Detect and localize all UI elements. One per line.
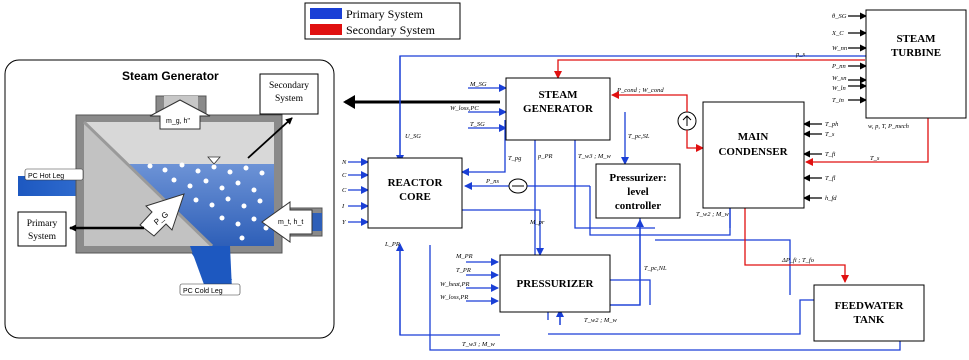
sig-dp: ΔP_fi ; T_fo [781, 257, 815, 264]
sg-inset: Steam Generator [4, 59, 335, 339]
sig-tw2-mw: T_w2 ; M_w [584, 317, 618, 324]
sig-tpc-sl: T_pc,SL [628, 133, 650, 140]
cond-in-0: T_ph [825, 121, 838, 128]
sig-tpc-nl: T_pc,NL [644, 265, 667, 272]
to-secondary-arrow [247, 117, 293, 159]
turbine-inputs: θ_SG X_C W_nn P_nn W_sn W_ln T_in [831, 13, 847, 104]
hot-leg-label: PC Hot Leg [28, 173, 64, 180]
turb-in-0: θ_SG [832, 13, 847, 20]
steam-turbine-line2: TURBINE [891, 47, 941, 59]
turb-in-3: P_nn [831, 63, 846, 70]
feed-in-label: m_t, h_t [278, 219, 303, 226]
turb-in-4: W_sn [832, 75, 846, 82]
pressurizer-controller-line3: controller [615, 200, 661, 212]
sig-sg-in-1: M_SG [469, 81, 487, 88]
bubbles [147, 162, 269, 241]
heat-arrow [139, 193, 185, 237]
steam-out-arrow [149, 99, 211, 130]
cond-in-3: T_fl [825, 175, 836, 182]
rc-in-1: C [342, 172, 347, 179]
turb-in-6: T_in [832, 97, 844, 104]
sig-sg-in-3: T_SG [470, 121, 485, 128]
condenser-inputs: T_ph T_s T_fi T_fl h_fd [825, 121, 838, 202]
legend-primary-swatch [310, 8, 342, 19]
sig-mpr: M_pr [529, 219, 545, 226]
cond-in-4: h_fd [825, 195, 837, 202]
reactor-core-line1: REACTOR [388, 177, 444, 189]
turb-in-2: W_nn [832, 45, 847, 52]
legend-secondary-swatch [310, 24, 342, 35]
sig-sg-in-2: W_loss,PC [450, 105, 479, 112]
cond-in-1: T_s [825, 131, 835, 138]
cold-leg-label: PC Cold Leg [183, 288, 223, 295]
steam-generator-line1: STEAM [538, 89, 578, 101]
pressurizer-controller-line2: level [627, 186, 648, 198]
block-pressurizer-controller: Pressurizer: level controller [595, 163, 681, 219]
feedwater-tank-line1: FEEDWATER [835, 300, 905, 312]
sig-pns: P_ns [485, 178, 499, 185]
sig-usg: U_SG [405, 133, 421, 140]
block-main-condenser: MAIN CONDENSER [702, 101, 805, 209]
turb-in-5: W_ln [832, 85, 846, 92]
sig-ppr: p_PR [537, 153, 552, 160]
primary-system-box [17, 211, 67, 247]
pump-core [508, 178, 528, 194]
block-reactor-core: REACTOR CORE [367, 157, 463, 229]
sig-tw3-mw-bottom: T_w3 ; M_w [462, 341, 496, 348]
rc-in-3: I [341, 203, 345, 210]
rc-in-2: C [342, 187, 347, 194]
steam-generator-line2: GENERATOR [523, 103, 594, 115]
main-condenser-line1: MAIN [738, 131, 769, 143]
sig-tw3-mw: T_w3 ; M_w [578, 153, 612, 160]
block-feedwater-tank: FEEDWATER TANK [813, 284, 925, 342]
feedwater-tank-line2: TANK [854, 314, 885, 326]
sig-pr-in-4: W_loss,PR [440, 294, 468, 301]
sig-pr-in-3: W_heat,PR [440, 281, 469, 288]
pump-condensate [677, 111, 697, 131]
rc-in-4: Y [342, 219, 347, 226]
turb-in-1: X_C [831, 30, 844, 37]
pressurizer-controller-line1: Pressurizer: [609, 172, 666, 184]
reactor-core-line2: CORE [399, 191, 431, 203]
block-steam-turbine: STEAM TURBINE [865, 9, 967, 119]
cond-in-2: T_fi [825, 151, 836, 158]
sig-ts: T_s [870, 155, 880, 162]
feed-in-arrow [261, 201, 313, 243]
signal-labels: M_SG W_loss,PC T_SG U_SG T_pg p_PR T_w3 … [384, 51, 909, 348]
sig-tpg: T_pg [508, 155, 522, 162]
rc-in-0: N [341, 159, 347, 166]
sig-pr-in-2: T_PR [456, 267, 471, 274]
sig-ps: p_s [795, 51, 806, 58]
sig-lpr: L_PR [384, 241, 400, 248]
block-steam-generator: STEAM GENERATOR [505, 77, 611, 141]
sig-tw2-mw-b: T_w2 ; M_w [696, 211, 730, 218]
legend-secondary-label: Secondary System [346, 23, 436, 37]
sig-turb-out: w, p, T, P_mech [868, 123, 909, 130]
legend: Primary System Secondary System [304, 2, 461, 40]
secondary-wiring [554, 59, 929, 283]
legend-primary-label: Primary System [346, 7, 424, 21]
pressurizer-text: PRESSURIZER [516, 278, 594, 290]
block-pressurizer: PRESSURIZER [499, 254, 611, 313]
steam-out-label: m_g, h'' [166, 118, 190, 125]
reactor-inputs: N C C I Y [341, 159, 347, 226]
turbine-input-lines [803, 12, 867, 202]
sg-inset-title: Steam Generator [122, 69, 219, 83]
main-condenser-line2: CONDENSER [718, 146, 788, 158]
steam-turbine-line1: STEAM [896, 33, 936, 45]
sig-cond-sg: P_cond ; W_cond [616, 87, 664, 94]
secondary-system-box [259, 73, 319, 115]
sig-pr-in-1: M_PR [455, 253, 473, 260]
primary-wiring [348, 55, 901, 351]
